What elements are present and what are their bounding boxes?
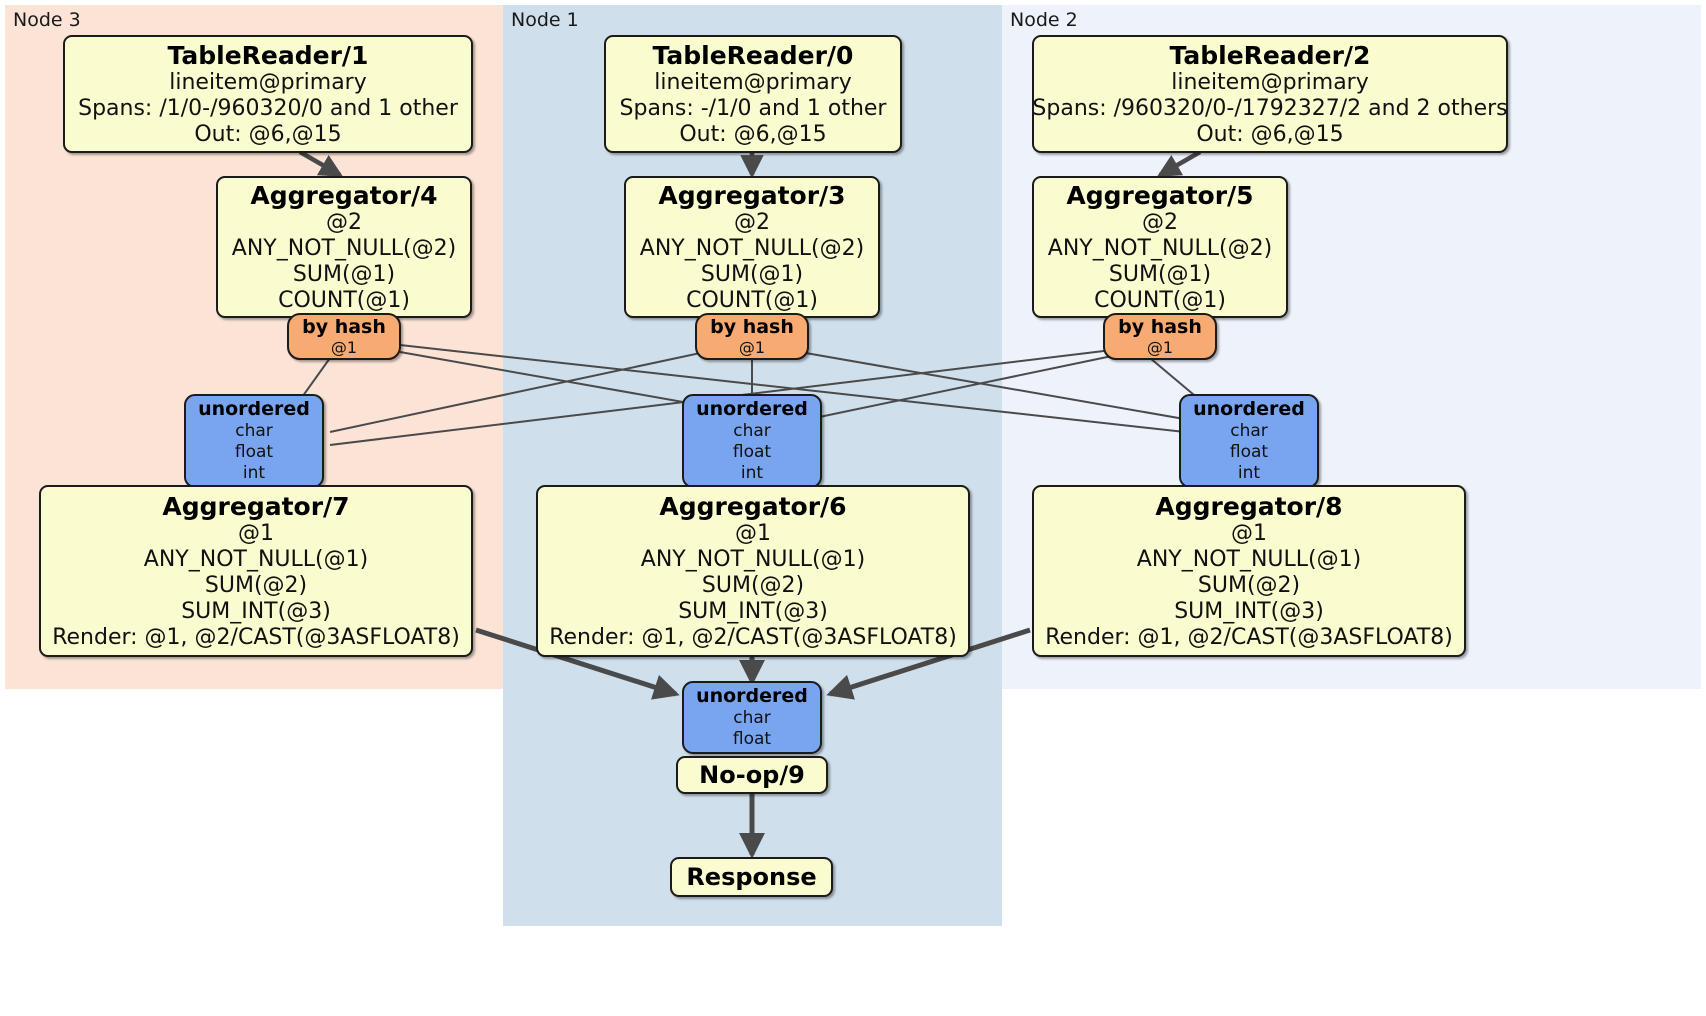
router-title: by hash	[710, 316, 794, 338]
node-title: No-op/9	[699, 761, 805, 789]
node-response[interactable]: Response	[670, 857, 833, 897]
sync-line: float	[732, 442, 772, 462]
node-line: @1	[1231, 520, 1267, 546]
node-line: lineitem@primary	[1171, 69, 1369, 95]
sync-title: unordered	[696, 398, 808, 420]
sync-line: char	[235, 421, 273, 441]
sync-line: int	[242, 463, 266, 483]
node-line: ANY_NOT_NULL(@2)	[1047, 235, 1273, 261]
node-no-op-9[interactable]: No-op/9	[676, 756, 828, 794]
node-aggregator-5[interactable]: Aggregator/5 @2 ANY_NOT_NULL(@2) SUM(@1)…	[1032, 176, 1288, 318]
node-title: Aggregator/5	[1066, 180, 1254, 210]
node-line: Out: @6,@15	[679, 121, 827, 147]
node-title: TableReader/0	[652, 40, 854, 70]
node-title: Response	[686, 863, 817, 891]
node-line: COUNT(@1)	[1094, 287, 1226, 313]
router-line: @1	[1146, 338, 1174, 357]
node-line: ANY_NOT_NULL(@1)	[143, 546, 369, 572]
node-line: SUM_INT(@3)	[678, 598, 828, 624]
node-line: Render: @1, @2/CAST(@3ASFLOAT8)	[549, 624, 957, 650]
sync-unordered-final[interactable]: unordered char float	[682, 681, 822, 754]
node-line: @2	[326, 209, 362, 235]
node-aggregator-6[interactable]: Aggregator/6 @1 ANY_NOT_NULL(@1) SUM(@2)…	[536, 485, 970, 657]
node-line: COUNT(@1)	[686, 287, 818, 313]
node-title: Aggregator/7	[162, 491, 350, 521]
sync-unordered-center[interactable]: unordered char float int	[682, 394, 822, 488]
node-line: SUM(@1)	[700, 261, 804, 287]
node-title: Aggregator/6	[659, 491, 847, 521]
sync-title: unordered	[1193, 398, 1305, 420]
node-title: TableReader/2	[1169, 40, 1371, 70]
node-title: Aggregator/8	[1155, 491, 1343, 521]
sync-line: float	[1229, 442, 1269, 462]
sync-unordered-left[interactable]: unordered char float int	[184, 394, 324, 488]
node-line: Spans: -/1/0 and 1 other	[619, 95, 887, 121]
sync-line: char	[733, 421, 771, 441]
router-by-hash-left[interactable]: by hash @1	[287, 313, 401, 360]
sync-line: float	[234, 442, 274, 462]
node-line: lineitem@primary	[654, 69, 852, 95]
node-tablereader-2[interactable]: TableReader/2 lineitem@primary Spans: /9…	[1032, 35, 1508, 153]
node-line: ANY_NOT_NULL(@2)	[639, 235, 865, 261]
router-line: @1	[738, 338, 766, 357]
router-line: @1	[330, 338, 358, 357]
node-line: @2	[734, 209, 770, 235]
node-line: lineitem@primary	[169, 69, 367, 95]
node-line: SUM(@1)	[292, 261, 396, 287]
node-line: SUM_INT(@3)	[1174, 598, 1324, 624]
node-line: SUM(@2)	[701, 572, 805, 598]
node-line: Spans: /1/0-/960320/0 and 1 other	[78, 95, 458, 121]
node-tablereader-1[interactable]: TableReader/1 lineitem@primary Spans: /1…	[63, 35, 473, 153]
sync-line: int	[1237, 463, 1261, 483]
node-line: SUM_INT(@3)	[181, 598, 331, 624]
sync-line: char	[733, 708, 771, 728]
node-line: ANY_NOT_NULL(@1)	[640, 546, 866, 572]
node-line: Out: @6,@15	[194, 121, 342, 147]
sync-title: unordered	[198, 398, 310, 420]
node-line: ANY_NOT_NULL(@2)	[231, 235, 457, 261]
node-line: SUM(@1)	[1108, 261, 1212, 287]
node-line: @1	[735, 520, 771, 546]
node-line: @1	[238, 520, 274, 546]
node-line: Out: @6,@15	[1196, 121, 1344, 147]
node-line: SUM(@2)	[1197, 572, 1301, 598]
sync-title: unordered	[696, 685, 808, 707]
sync-line: int	[740, 463, 764, 483]
panel-node-2-label: Node 2	[1010, 9, 1078, 31]
node-line: COUNT(@1)	[278, 287, 410, 313]
panel-node-1-label: Node 1	[511, 9, 579, 31]
node-aggregator-7[interactable]: Aggregator/7 @1 ANY_NOT_NULL(@1) SUM(@2)…	[39, 485, 473, 657]
node-line: ANY_NOT_NULL(@1)	[1136, 546, 1362, 572]
router-title: by hash	[302, 316, 386, 338]
node-aggregator-4[interactable]: Aggregator/4 @2 ANY_NOT_NULL(@2) SUM(@1)…	[216, 176, 472, 318]
node-line: Render: @1, @2/CAST(@3ASFLOAT8)	[1045, 624, 1453, 650]
node-line: @2	[1142, 209, 1178, 235]
router-title: by hash	[1118, 316, 1202, 338]
node-line: SUM(@2)	[204, 572, 308, 598]
node-line: Render: @1, @2/CAST(@3ASFLOAT8)	[52, 624, 460, 650]
node-aggregator-3[interactable]: Aggregator/3 @2 ANY_NOT_NULL(@2) SUM(@1)…	[624, 176, 880, 318]
node-line: Spans: /960320/0-/1792327/2 and 2 others	[1032, 95, 1508, 121]
router-by-hash-right[interactable]: by hash @1	[1103, 313, 1217, 360]
node-tablereader-0[interactable]: TableReader/0 lineitem@primary Spans: -/…	[604, 35, 902, 153]
router-by-hash-center[interactable]: by hash @1	[695, 313, 809, 360]
sync-line: char	[1230, 421, 1268, 441]
node-title: Aggregator/3	[658, 180, 846, 210]
sync-line: float	[732, 729, 772, 749]
node-aggregator-8[interactable]: Aggregator/8 @1 ANY_NOT_NULL(@1) SUM(@2)…	[1032, 485, 1466, 657]
panel-node-3-label: Node 3	[13, 9, 81, 31]
sync-unordered-right[interactable]: unordered char float int	[1179, 394, 1319, 488]
node-title: Aggregator/4	[250, 180, 438, 210]
node-title: TableReader/1	[167, 40, 369, 70]
